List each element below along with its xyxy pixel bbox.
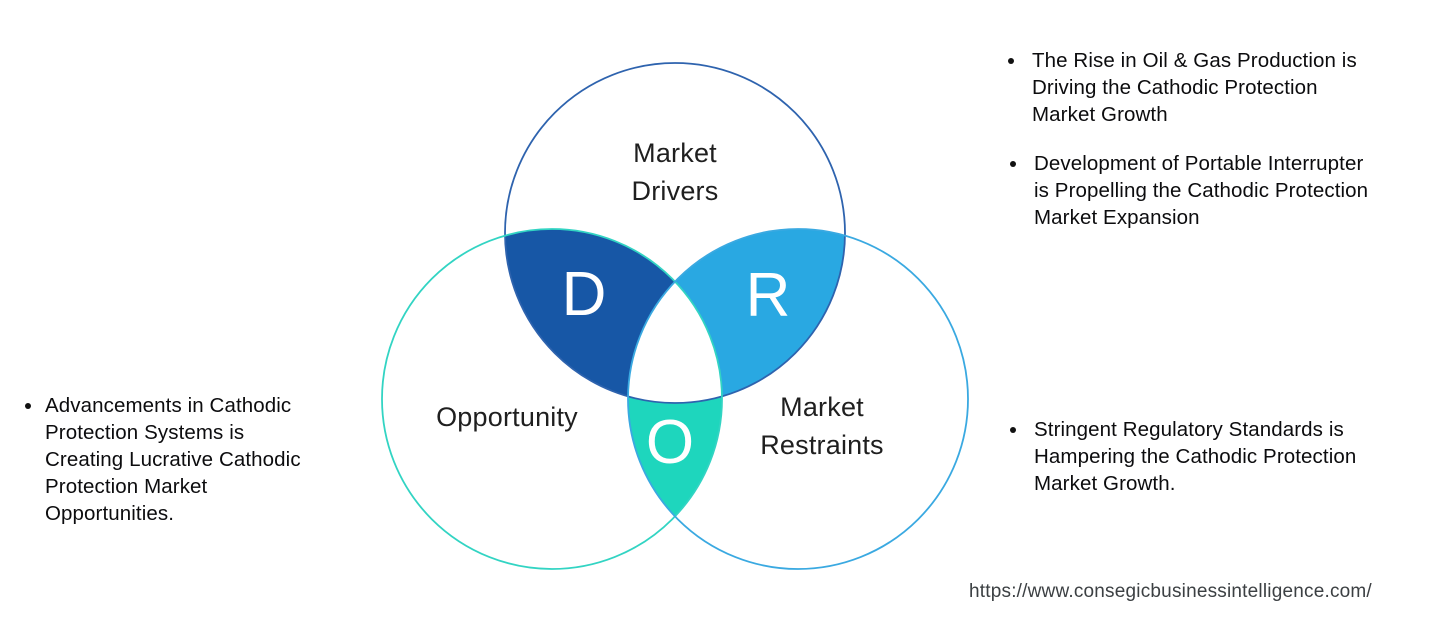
bullet-opportunity-note: Advancements in Cathodic Protection Syst… [25,392,385,527]
bullet-restraint-note: Stringent Regulatory Standards is Hamper… [1010,416,1440,497]
venn-label-opportunity: Opportunity [436,402,578,432]
venn-label-market-restraints: Market Restraints [760,392,884,460]
venn-letter-o: O [645,407,695,477]
source-url: https://www.consegicbusinessintelligence… [969,581,1372,602]
venn-label-market-drivers: Market Drivers [631,138,719,206]
venn-circle-drivers [504,62,846,404]
venn-letter-r: R [745,260,791,330]
venn-circle-restraints [627,228,969,570]
bullet-driver-note-1: The Rise in Oil & Gas Production is Driv… [1008,47,1438,128]
bullet-icon [1010,427,1016,433]
bullet-driver-note-2: Development of Portable Interrupter is P… [1010,150,1440,231]
bullet-text: Stringent Regulatory Standards is Hamper… [1034,418,1357,495]
bullet-icon [25,403,31,409]
bullet-icon [1008,58,1014,64]
bullet-text: Development of Portable Interrupter is P… [1034,152,1369,229]
bullet-icon [1010,161,1016,167]
bullet-text: Advancements in Cathodic Protection Syst… [45,394,301,525]
bullet-text: The Rise in Oil & Gas Production is Driv… [1032,49,1357,126]
venn-circle-opportunity [381,228,723,570]
venn-letter-d: D [561,259,607,329]
